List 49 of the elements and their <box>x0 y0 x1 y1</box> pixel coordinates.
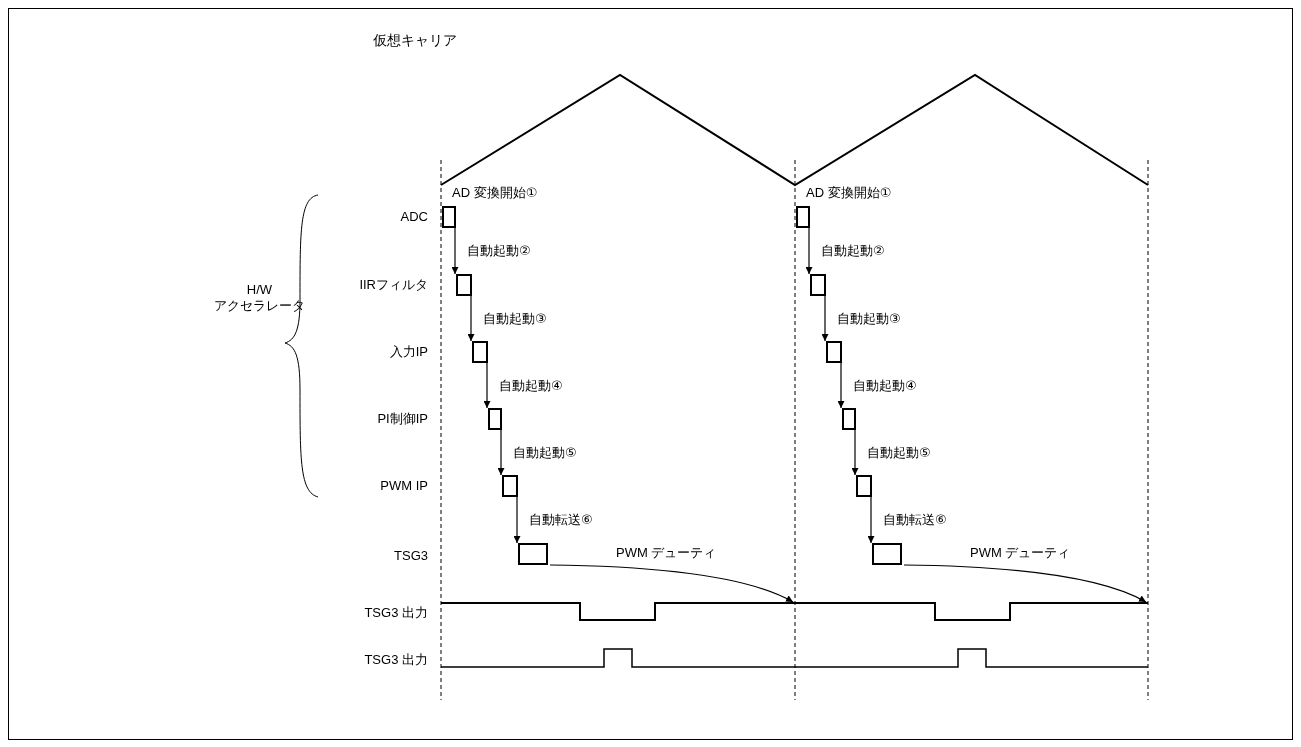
process-box <box>518 543 548 565</box>
signal-label: PWM IP <box>380 478 428 494</box>
signal-label: 入力IP <box>389 344 428 360</box>
signal-label: TSG3 出力 <box>364 605 428 621</box>
arrow <box>497 429 505 476</box>
pulse-waveform <box>440 602 1149 621</box>
edge-label: PWM デューティ <box>970 545 1071 561</box>
process-box <box>442 206 456 228</box>
signal-label: PI制御IP <box>377 411 428 427</box>
arrow <box>903 564 1147 603</box>
process-box <box>796 206 810 228</box>
signal-label: H/W アクセラレータ <box>213 282 306 314</box>
arrow <box>513 496 521 544</box>
edge-label: PWM デューティ <box>616 545 717 561</box>
arrow <box>467 295 475 342</box>
arrow <box>805 227 813 275</box>
edge-label: 自動転送⑥ <box>883 512 947 528</box>
annotation-text: AD 変換開始① <box>806 185 892 201</box>
process-box <box>872 543 902 565</box>
process-box <box>502 475 518 497</box>
signal-label: IIRフィルタ <box>359 277 428 293</box>
arrow <box>867 496 875 544</box>
edge-label: 自動起動② <box>467 243 531 259</box>
process-box <box>856 475 872 497</box>
edge-label: 自動起動④ <box>853 377 917 394</box>
arrow <box>821 295 829 342</box>
process-box <box>472 341 488 363</box>
arrow <box>451 227 459 275</box>
edge-label: 自動起動③ <box>483 310 547 327</box>
process-box <box>488 408 502 430</box>
process-box <box>456 274 472 296</box>
waveform-title: 仮想キャリア <box>373 32 457 48</box>
annotation-text: AD 変換開始① <box>452 185 538 201</box>
edge-label: 自動起動④ <box>499 377 563 394</box>
arrow <box>851 429 859 476</box>
edge-label: 自動起動③ <box>837 310 901 327</box>
edge-label: 自動起動⑤ <box>513 444 577 461</box>
arrow <box>549 564 794 603</box>
signal-label: TSG3 <box>394 548 428 564</box>
edge-label: 自動転送⑥ <box>529 512 593 528</box>
signal-label: TSG3 出力 <box>364 652 428 668</box>
arrow <box>837 362 845 409</box>
arrow <box>483 362 491 409</box>
signal-label: ADC <box>400 209 428 225</box>
process-box <box>810 274 826 296</box>
process-box <box>842 408 856 430</box>
edge-label: 自動起動⑤ <box>867 444 931 461</box>
process-box <box>826 341 842 363</box>
edge-label: 自動起動② <box>821 243 885 259</box>
